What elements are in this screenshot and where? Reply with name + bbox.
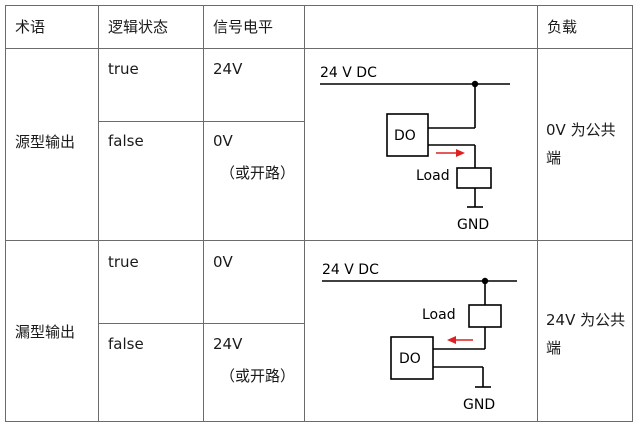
signal-level-false-note: （或开路） (220, 367, 296, 385)
table-border-left (5, 5, 6, 422)
header-load: 负载 (547, 18, 578, 36)
logic-state-false: false (108, 132, 144, 150)
load-label: Load (422, 307, 456, 323)
table-row-split (98, 323, 305, 324)
gnd-label: GND (463, 397, 495, 413)
table-border-right (632, 5, 633, 422)
term-sink-output: 漏型输出 (15, 323, 76, 341)
do-box (386, 113, 429, 157)
current-arrow-head (447, 336, 456, 344)
term-source-output: 源型输出 (15, 133, 76, 151)
signal-level-true: 24V (213, 60, 243, 78)
table-col-divider (304, 5, 305, 422)
signal-level-false-note: （或开路） (220, 164, 296, 182)
header-signal-level: 信号电平 (213, 18, 274, 36)
logic-state-true: true (108, 253, 139, 271)
logic-state-false: false (108, 335, 144, 353)
current-arrow-head (456, 149, 465, 157)
table-col-divider (537, 5, 538, 422)
load-description: 0V 为公共端 (546, 121, 616, 167)
load-label: Load (416, 168, 450, 184)
header-term: 术语 (15, 18, 46, 36)
signal-level-true: 0V (213, 253, 233, 271)
signal-level-false: 24V (213, 335, 243, 353)
supply-label: 24 V DC (322, 262, 379, 278)
table-border-bottom (5, 421, 633, 422)
signal-level-false: 0V (213, 132, 233, 150)
load-box (468, 304, 502, 328)
sink-output-diagram: 24 V DC Load DO GND (322, 262, 517, 413)
logic-state-true: true (108, 60, 139, 78)
table-row-divider (5, 240, 633, 241)
do-box (390, 336, 434, 380)
table-header-divider (5, 48, 633, 49)
table-col-divider (203, 5, 204, 422)
header-logic-state: 逻辑状态 (108, 18, 169, 36)
supply-label: 24 V DC (320, 65, 377, 81)
do-label: DO (399, 351, 421, 367)
table-row-split (98, 121, 305, 122)
load-description: 24V 为公共端 (546, 311, 626, 357)
table-col-divider (98, 5, 99, 422)
load-box (456, 167, 492, 189)
gnd-label: GND (457, 217, 489, 233)
source-output-diagram: 24 V DC DO Load GND (320, 65, 510, 233)
table-border-top (5, 5, 633, 6)
do-label: DO (394, 128, 416, 144)
